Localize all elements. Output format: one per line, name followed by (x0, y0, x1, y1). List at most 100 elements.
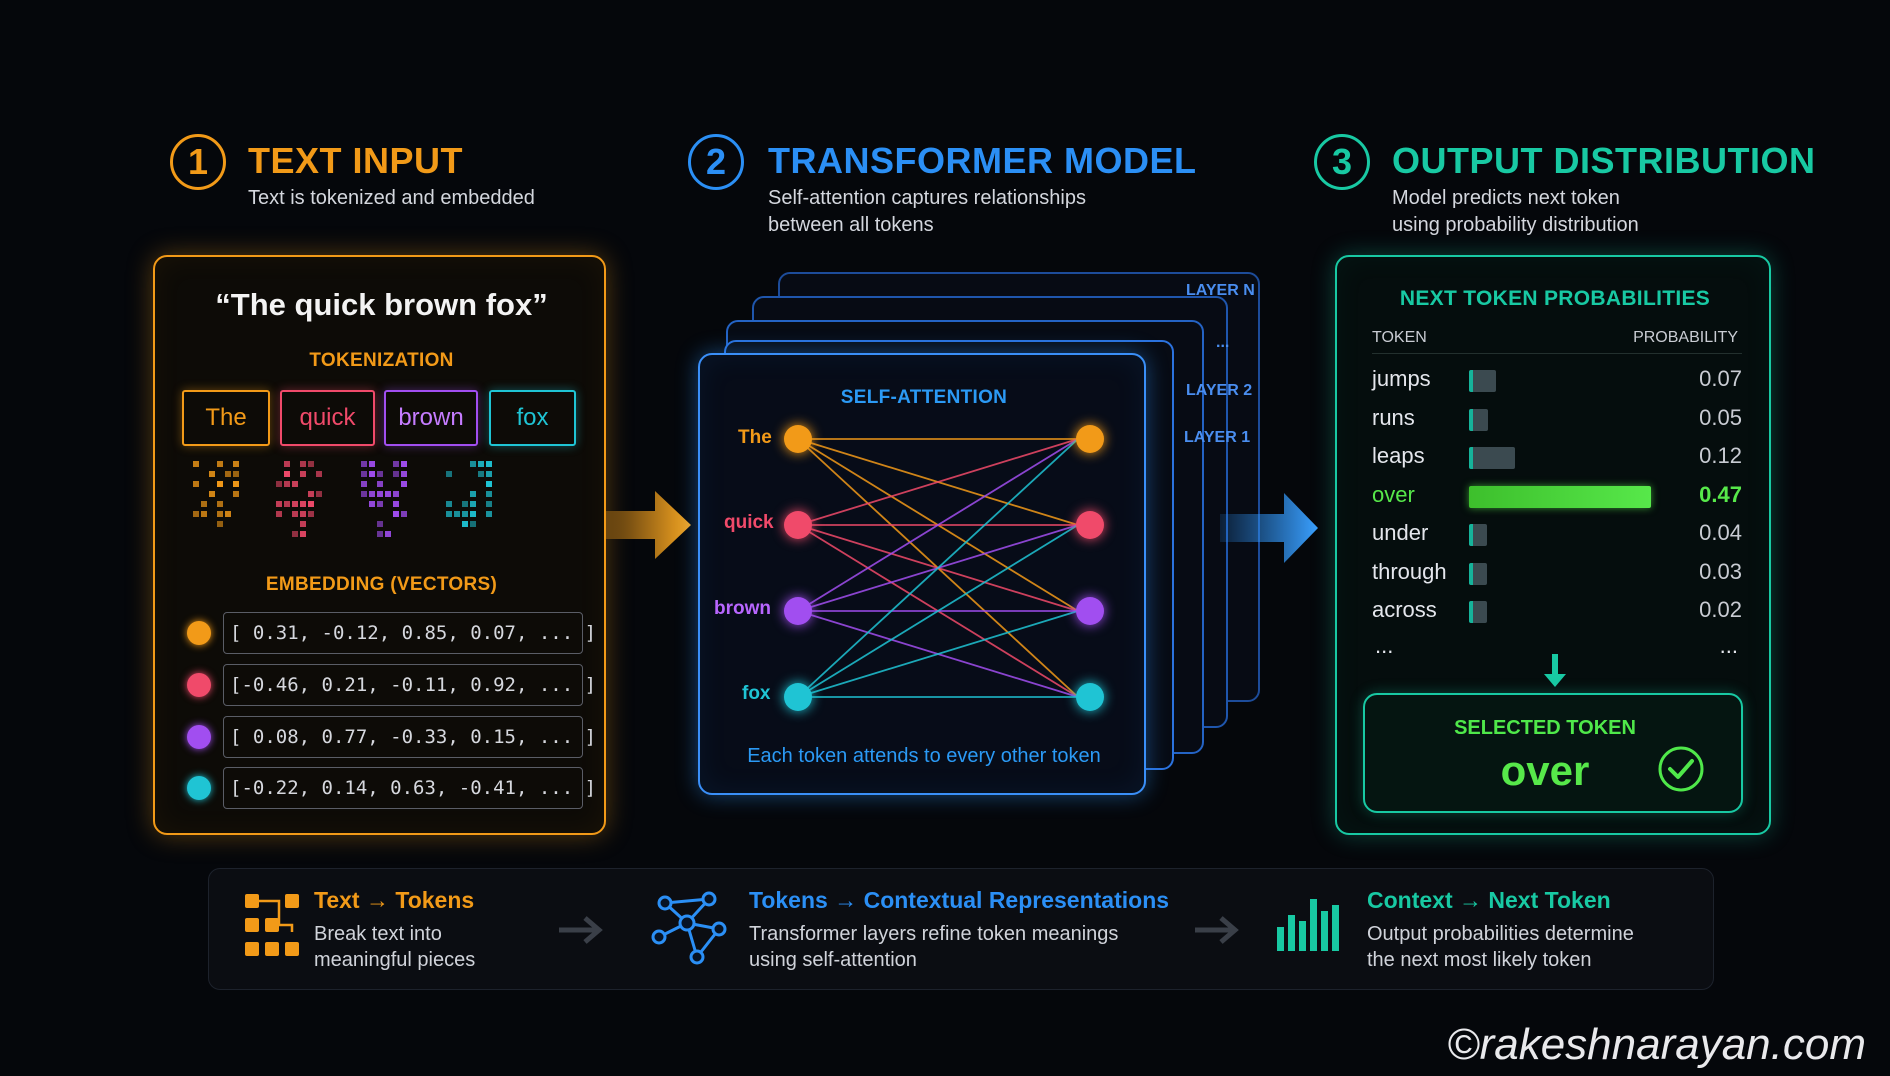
probability-bar (1469, 370, 1497, 392)
embedding-pixel (454, 511, 460, 517)
embedding-pixel (233, 481, 239, 487)
embedding-pixel (462, 501, 468, 507)
layer-tag-n: LAYER N (1186, 282, 1255, 299)
attention-node (784, 683, 812, 711)
vector-dot-quick (187, 673, 211, 697)
vector-row-quick: [-0.46, 0.21, -0.11, 0.92, ... ] (223, 664, 596, 706)
embedding-pixel (292, 481, 298, 487)
embedding-pixels-brown (361, 461, 407, 537)
embedding-pixel (401, 471, 407, 477)
probability-value: 0.04 (1699, 520, 1742, 545)
embedding-pixel (201, 501, 207, 507)
step-3-number: 3 (1314, 134, 1370, 190)
probability-bar (1469, 447, 1516, 469)
embedding-pixel (201, 511, 207, 517)
step-3-subtitle-line1: Model predicts next token (1392, 187, 1620, 209)
summary-1-line2: meaningful pieces (314, 949, 476, 971)
text-input-panel: “The quick brown fox” TOKENIZATION The q… (153, 255, 606, 835)
embedding-pixel (470, 461, 476, 467)
embedding-pixel (276, 501, 282, 507)
embedding-pixel (300, 471, 306, 477)
input-quote: “The quick brown fox” (215, 287, 548, 322)
token-box-the: The (182, 390, 270, 446)
summary-2-title: Tokens → Contextual Representations (749, 887, 1170, 913)
embedding-pixel (233, 491, 239, 497)
embedding-pixel (486, 471, 492, 477)
probability-bar (1469, 485, 1651, 508)
token-box-brown: brown (384, 390, 478, 446)
embedding-pixel (470, 511, 476, 517)
embedding-pixel (300, 461, 306, 467)
embedding-pixel (385, 491, 391, 497)
col-prob-header: PROBABILITY (1633, 329, 1738, 346)
col-token-header: TOKEN (1372, 329, 1427, 346)
embedding-pixel (377, 521, 383, 527)
arrow-right-icon-2 (1220, 493, 1318, 563)
embedding-pixel (470, 521, 476, 527)
embedding-pixel (486, 491, 492, 497)
embedding-pixel (462, 511, 468, 517)
selected-token-box: SELECTED TOKEN over (1363, 693, 1743, 813)
embedding-pixel (276, 481, 282, 487)
vector-row-brown: [ 0.08, 0.77, -0.33, 0.15, ... ] (223, 716, 596, 758)
step-3-subtitle-line2: using probability distribution (1392, 214, 1639, 236)
probability-token: under (1372, 520, 1429, 545)
probability-row: through 0.03 (1372, 555, 1742, 591)
embedding-pixel (284, 461, 290, 467)
embedding-pixel (300, 531, 306, 537)
embedding-pixel (361, 461, 367, 467)
self-attention-label: SELF-ATTENTION (840, 387, 1008, 408)
embedding-pixel (217, 461, 223, 467)
step-2-title: TRANSFORMER MODEL (768, 140, 1197, 181)
self-attention-panel: SELF-ATTENTION The quick brown fox Each … (698, 353, 1146, 795)
embedding-pixel (292, 501, 298, 507)
embedding-pixel (300, 511, 306, 517)
probability-value: 0.03 (1699, 558, 1742, 584)
embedding-pixel (478, 471, 484, 477)
embedding-pixels-fox (446, 461, 492, 527)
embedding-pixel (225, 511, 231, 517)
embedding-pixels-quick (276, 461, 322, 537)
attention-node (1076, 683, 1104, 711)
embedding-pixel (470, 491, 476, 497)
summary-1-line1: Break text into (314, 923, 442, 945)
step-3-title: OUTPUT DISTRIBUTION (1392, 140, 1816, 181)
embedding-pixel (316, 491, 322, 497)
embedding-pixel (486, 461, 492, 467)
attention-lines (797, 438, 1079, 698)
vector-dot-brown (187, 725, 211, 749)
probability-bar (1469, 408, 1489, 431)
probability-value: 0.05 (1699, 404, 1742, 430)
layer-tag-1: LAYER 1 (1184, 429, 1251, 446)
embedding-pixel (308, 501, 314, 507)
arrow-down-icon (1544, 654, 1566, 687)
probability-token: through (1372, 558, 1447, 584)
attention-edge (797, 524, 1079, 698)
step-1-title: TEXT INPUT (248, 140, 464, 181)
summary-3-text: Output probabilities determine the next … (1367, 921, 1634, 973)
attn-label-quick: quick (724, 512, 774, 533)
embedding-pixel (369, 471, 375, 477)
embedding-pixel (308, 511, 314, 517)
vector-dot-the (187, 621, 211, 645)
embedding-pixel (470, 501, 476, 507)
bar-chart-icon (1277, 899, 1339, 951)
summary-1-text: Break text into meaningful pieces (314, 921, 475, 973)
step-3-subtitle: Model predicts next token using probabil… (1392, 185, 1639, 239)
probability-row: runs 0.05 (1372, 401, 1742, 437)
probability-token: runs (1372, 404, 1415, 430)
embedding-pixel (193, 461, 199, 467)
embedding-pixel (193, 511, 199, 517)
embedding-pixel (401, 511, 407, 517)
more-tokens-left: ... (1375, 633, 1394, 658)
probability-token: across (1372, 597, 1437, 622)
probability-value: 0.12 (1699, 443, 1742, 468)
watermark: ©rakeshnarayan.com (1447, 1020, 1866, 1069)
attention-node (1076, 597, 1104, 625)
embedding-pixel (217, 481, 223, 487)
step-2-subtitle: Self-attention captures relationships be… (768, 185, 1086, 239)
network-graph-icon (651, 891, 727, 965)
embedding-pixel (393, 491, 399, 497)
probability-token: jumps (1372, 366, 1431, 391)
